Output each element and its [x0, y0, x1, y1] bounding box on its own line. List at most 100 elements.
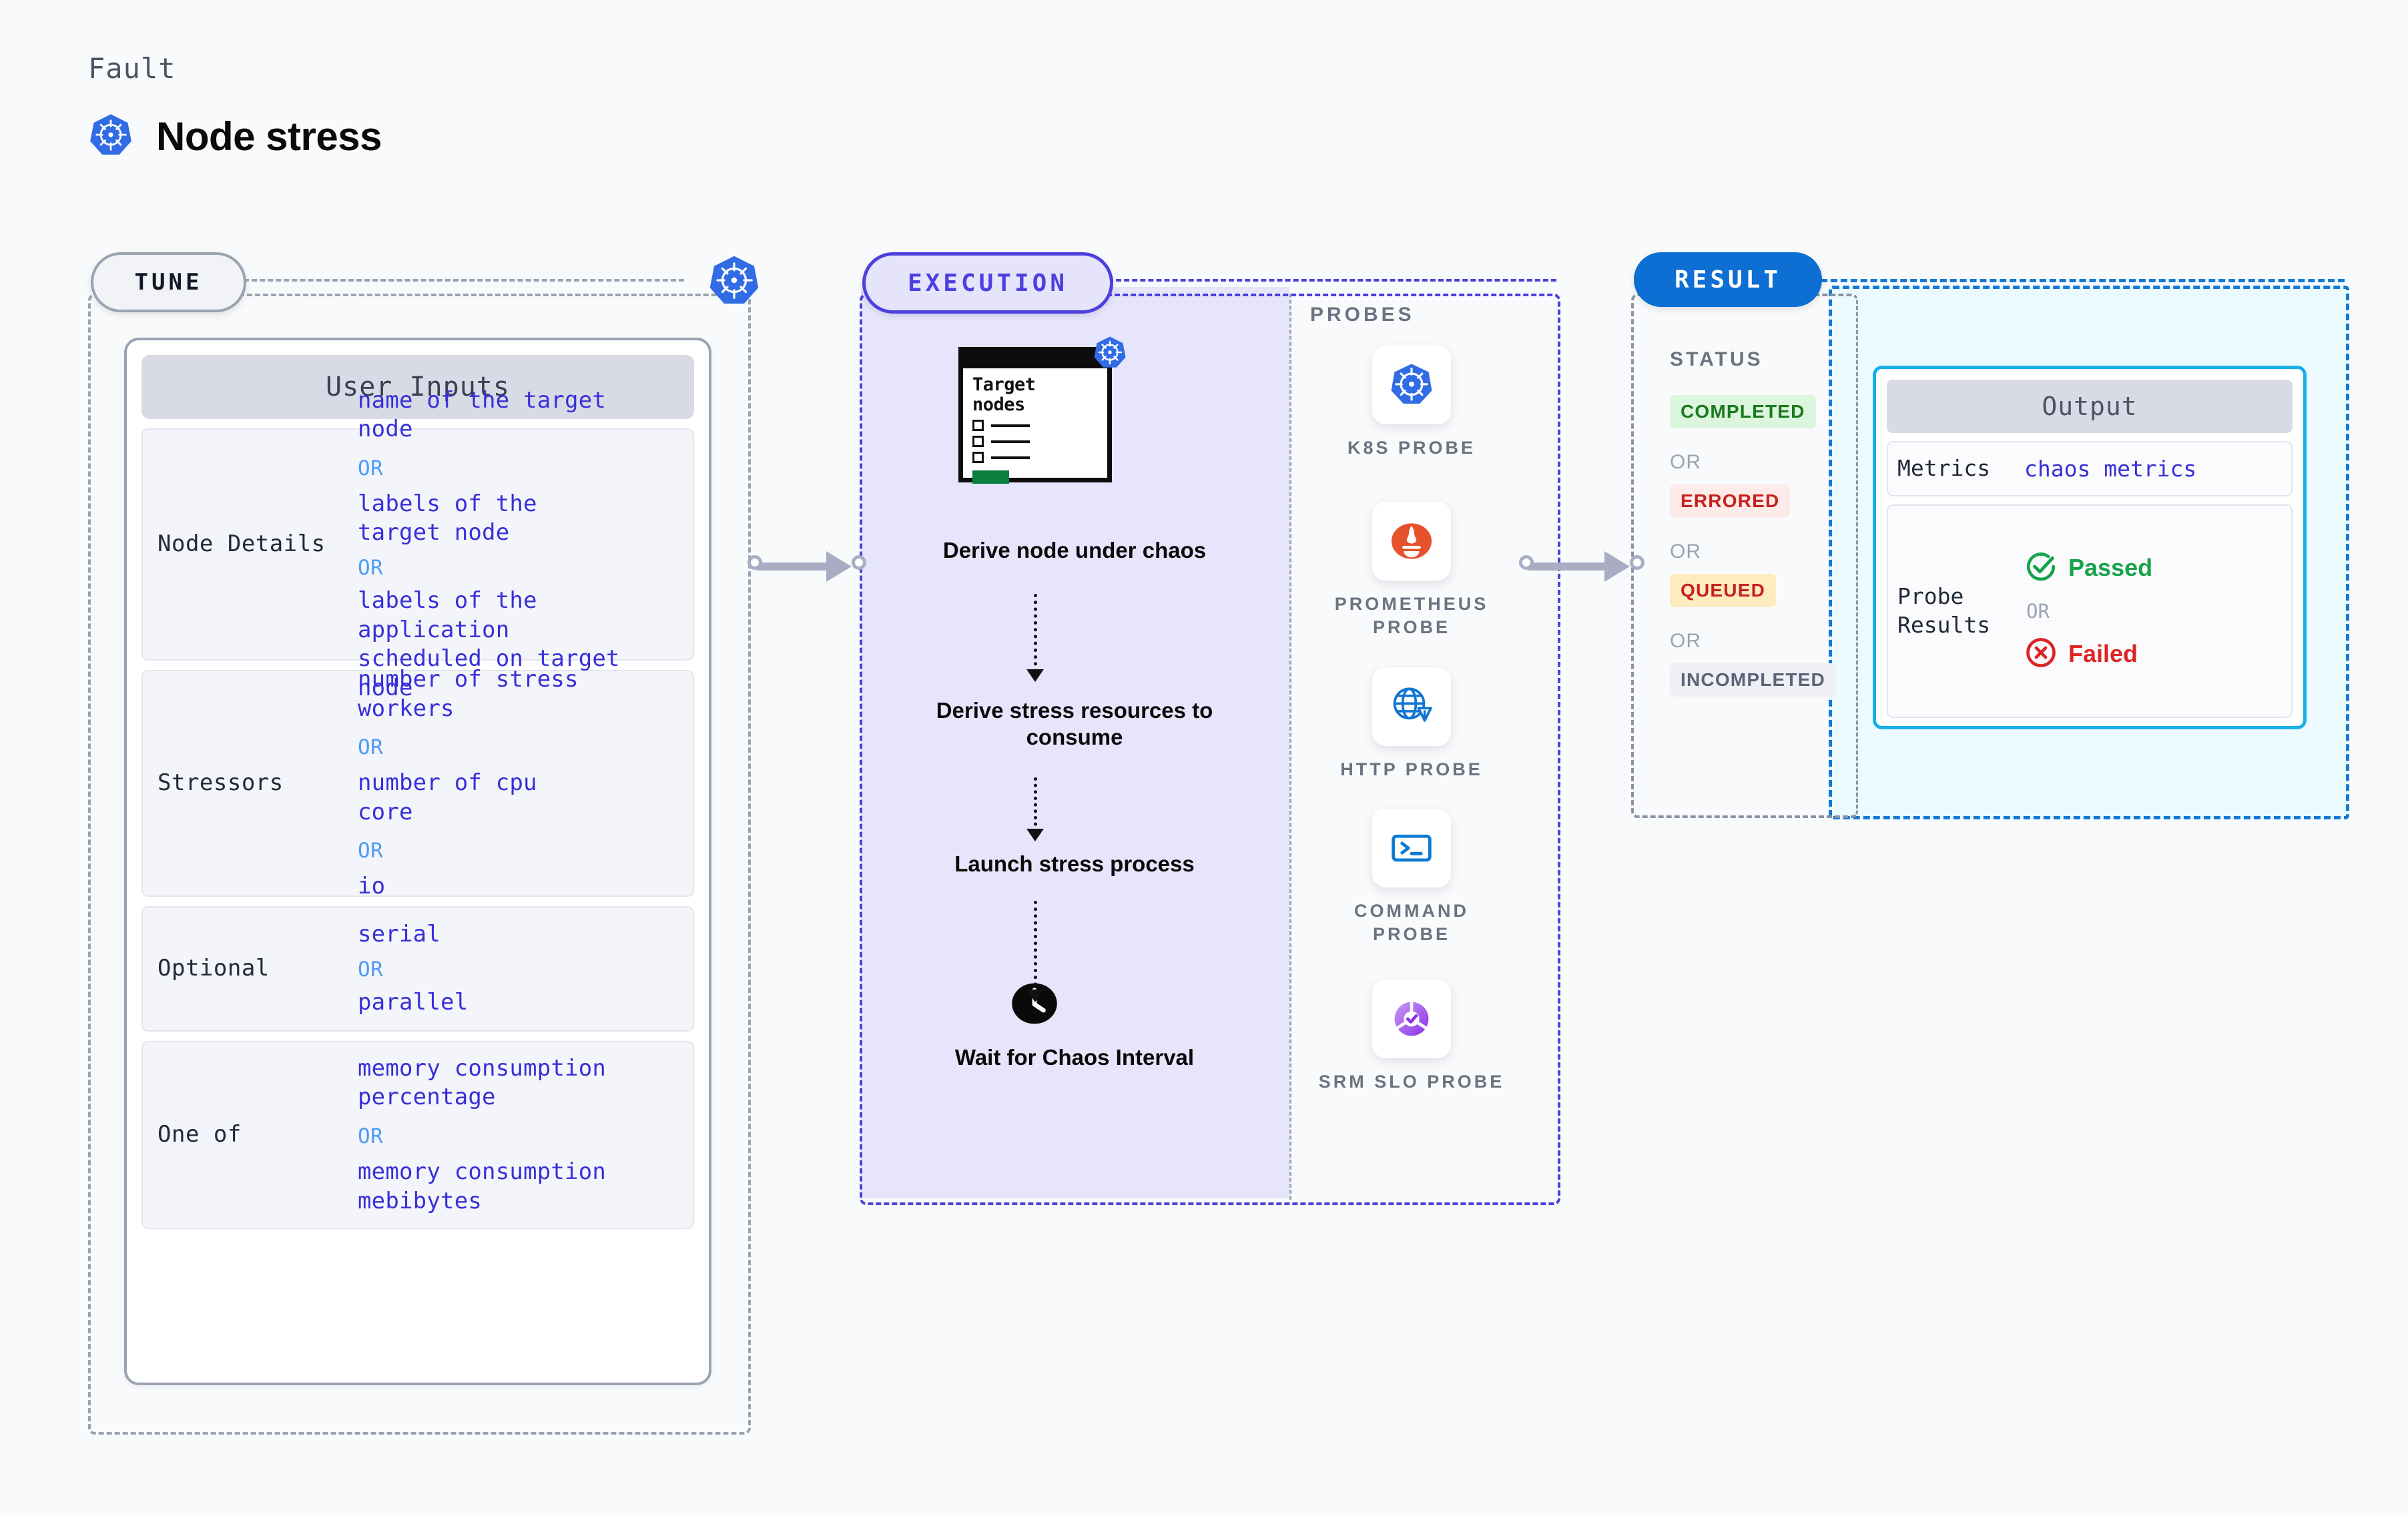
kubernetes-icon — [88, 112, 133, 161]
execution-stage-container — [860, 294, 1560, 1205]
input-group-values: name of the target node OR labels of the… — [358, 386, 686, 703]
input-group-values: memory consumption percentage OR memory … — [358, 1054, 686, 1216]
or-separator: OR — [358, 839, 384, 863]
check-circle-icon — [2024, 550, 2058, 587]
node-row — [972, 420, 1107, 432]
probe-item-prometheus[interactable]: PROMETHEUS PROBE — [1315, 502, 1508, 639]
page-title: Node stress — [156, 114, 382, 159]
user-inputs-card: User Inputs Node Details name of the tar… — [124, 338, 711, 1385]
node-line — [991, 440, 1030, 443]
flow-step-label: Wait for Chaos Interval — [954, 1045, 1195, 1070]
input-group-stressors: Stressors number of stress workers OR nu… — [141, 666, 694, 899]
flow-arrow-icon — [1026, 594, 1044, 682]
input-group-label: Optional — [158, 955, 270, 982]
target-nodes-window: Target nodes — [958, 347, 1112, 484]
checkbox-icon — [972, 420, 984, 432]
flow-step-label: Derive node under chaos — [942, 538, 1207, 562]
checkbox-icon — [972, 452, 984, 464]
kubernetes-icon — [707, 254, 761, 307]
output-card: Output Metrics chaos metrics Probe Resul… — [1873, 366, 2307, 729]
status-badge: ERRORED — [1670, 484, 1791, 518]
or-separator: OR — [358, 735, 384, 760]
window-body: Target nodes — [963, 368, 1107, 484]
srm-slo-icon — [1372, 980, 1451, 1058]
probe-result-passed: Passed — [2024, 550, 2152, 587]
input-group-values: number of stress workers OR number of cp… — [358, 665, 686, 901]
input-group-label: Node Details — [158, 530, 326, 558]
result-stage-badge[interactable]: RESULT — [1634, 252, 1822, 307]
input-value: labels of the target node — [358, 490, 537, 546]
input-group-values: serial OR parallel — [358, 920, 686, 1017]
input-group-node-details: Node Details name of the target node OR … — [141, 387, 694, 701]
input-value: memory consumption percentage — [358, 1054, 607, 1111]
node-line — [991, 424, 1030, 427]
node-line — [991, 456, 1030, 459]
checkbox-icon — [972, 436, 984, 448]
fault-label: Fault — [88, 52, 176, 85]
or-separator: OR — [358, 456, 384, 480]
or-separator: OR — [358, 556, 384, 580]
execution-stage-badge[interactable]: EXECUTION — [862, 252, 1113, 314]
or-separator: OR — [1670, 451, 1701, 473]
probes-section-label: PROBES — [1310, 304, 1415, 326]
input-value: serial — [358, 921, 441, 948]
input-value: name of the target node — [358, 386, 607, 443]
or-separator: OR — [2026, 599, 2050, 623]
or-separator: OR — [1670, 630, 1701, 652]
output-title: Output — [1887, 380, 2293, 433]
input-group-label: One of — [158, 1121, 242, 1148]
probe-item-command[interactable]: COMMAND PROBE — [1315, 809, 1508, 946]
input-value: labels of the application scheduled on t… — [358, 587, 620, 701]
probe-item-k8s[interactable]: K8S PROBE — [1315, 346, 1508, 460]
status-badge: INCOMPLETED — [1670, 663, 1836, 697]
window-title: Target nodes — [972, 374, 1036, 416]
status-label: STATUS — [1670, 348, 1763, 370]
probe-label: COMMAND PROBE — [1354, 901, 1469, 945]
input-group-optional: Optional serial OR parallel — [141, 906, 694, 1032]
execution-dashed-connector — [1108, 279, 1556, 282]
passed-label: Passed — [2068, 554, 2153, 582]
metrics-value: chaos metrics — [2024, 455, 2197, 482]
status-badge: COMPLETED — [1670, 395, 1816, 428]
probe-item-http[interactable]: HTTP PROBE — [1315, 667, 1508, 781]
probe-label: SRM SLO PROBE — [1318, 1072, 1505, 1092]
flow-step-label: Launch stress process — [954, 851, 1195, 876]
tune-stage-container — [88, 294, 751, 1435]
fault-title-row: Node stress — [88, 112, 382, 161]
or-separator: OR — [358, 958, 384, 982]
kubernetes-icon — [1093, 335, 1127, 370]
or-separator: OR — [1670, 540, 1701, 562]
input-group-label: Stressors — [158, 769, 284, 797]
probe-item-srm-slo[interactable]: SRM SLO PROBE — [1315, 980, 1508, 1094]
user-inputs-title: User Inputs — [141, 355, 694, 419]
node-row — [972, 436, 1107, 448]
probe-results-values: Passed OR Failed — [2024, 550, 2152, 673]
input-value: number of cpu core — [358, 769, 537, 825]
probe-results-label: Probe Results — [1897, 583, 1991, 638]
probe-label: PROMETHEUS PROBE — [1334, 594, 1489, 638]
output-row-probe-results: Probe Results Passed OR — [1887, 504, 2293, 718]
tune-stage-badge[interactable]: TUNE — [91, 252, 246, 312]
failed-label: Failed — [2068, 640, 2138, 668]
result-status-container — [1631, 294, 1858, 818]
probe-result-failed: Failed — [2024, 636, 2152, 673]
connector-tune-to-execution — [747, 551, 872, 582]
input-value: io — [358, 873, 386, 900]
kubernetes-icon — [1372, 346, 1451, 424]
or-separator: OR — [358, 1124, 384, 1148]
globe-warning-icon — [1372, 667, 1451, 746]
window-titlebar — [963, 352, 1107, 368]
input-value: memory consumption mebibytes — [358, 1158, 607, 1214]
progress-bar — [972, 470, 1009, 484]
connector-execution-to-result — [1519, 551, 1650, 582]
flow-step-label: Derive stress resources to consume — [936, 698, 1213, 750]
input-value: parallel — [358, 989, 469, 1016]
flow-arrow-icon — [1026, 901, 1044, 1002]
terminal-icon — [1372, 809, 1451, 887]
result-dashed-connector — [1821, 279, 2345, 282]
tune-dashed-connector — [244, 279, 684, 282]
probe-label: HTTP PROBE — [1340, 759, 1483, 779]
node-row — [972, 452, 1107, 464]
probe-label: K8S PROBE — [1347, 438, 1476, 458]
input-group-one-of: One of memory consumption percentage OR … — [141, 1041, 694, 1229]
